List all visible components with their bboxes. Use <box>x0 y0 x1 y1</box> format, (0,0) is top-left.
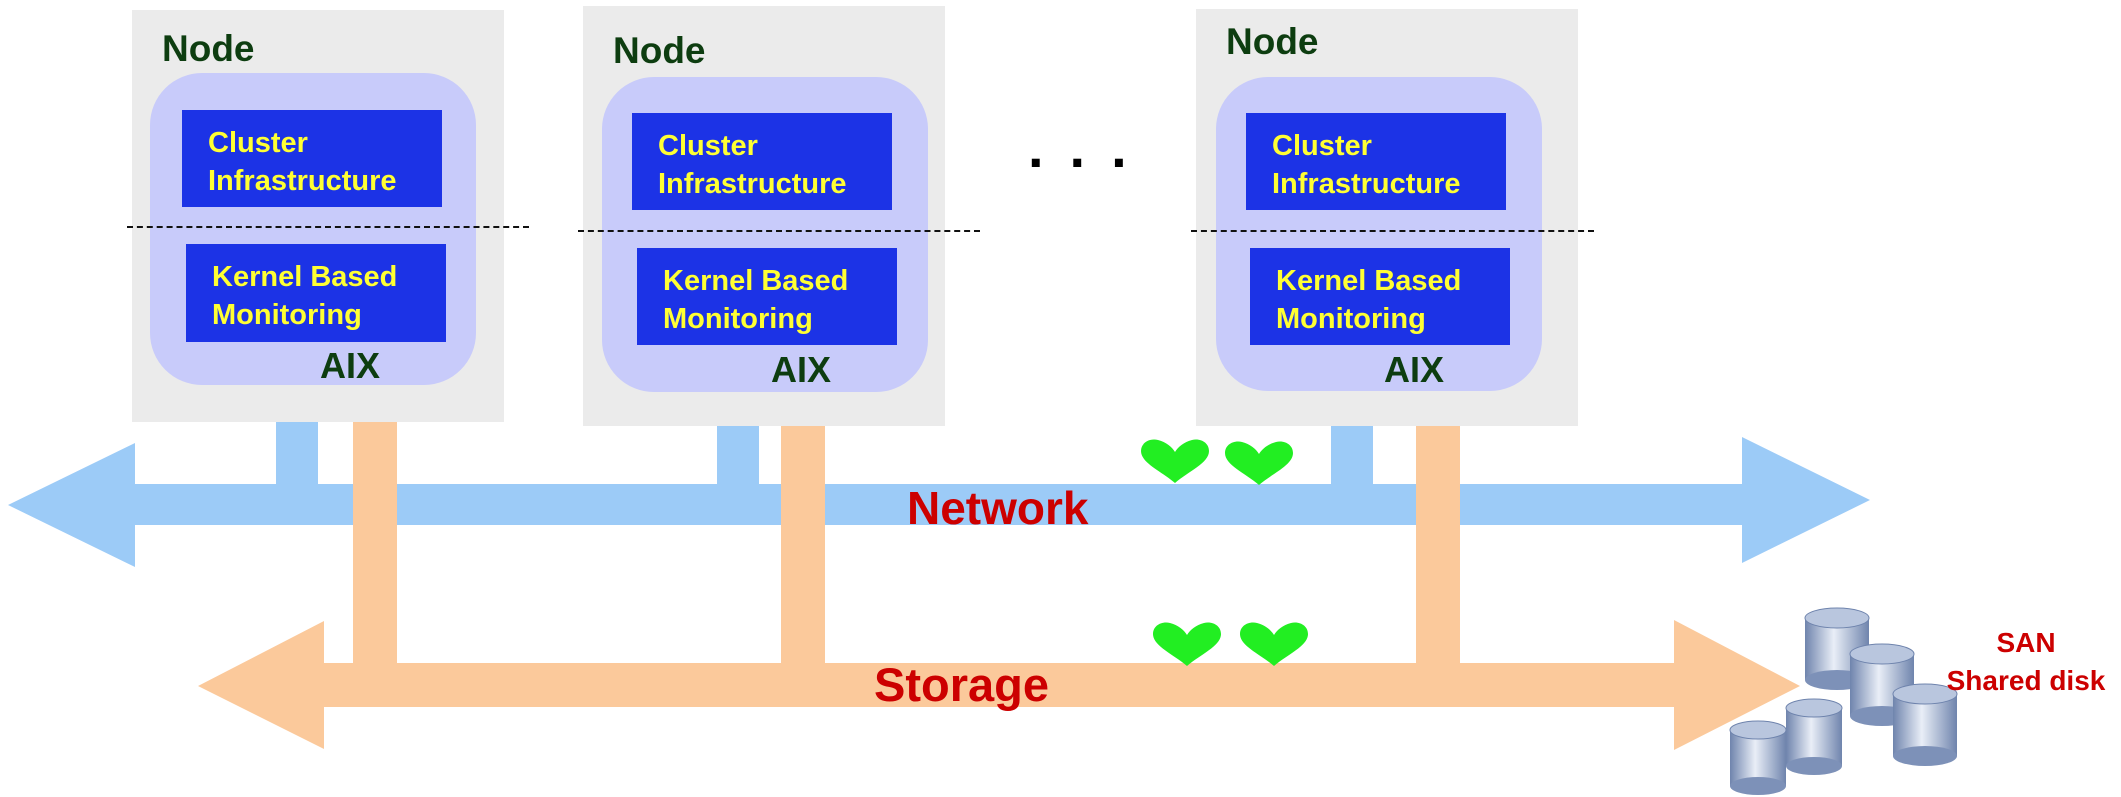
disk-cylinder-icon <box>1892 683 1958 766</box>
kernel-user-boundary-line <box>127 226 529 228</box>
cluster-infrastructure-line1: Cluster <box>658 130 758 162</box>
kernel-user-boundary-line <box>1191 230 1594 232</box>
heart-icon <box>1240 622 1308 666</box>
node-title: Node <box>162 28 255 69</box>
san-label-line2: Shared disk <box>1946 665 2106 696</box>
more-nodes-ellipsis: ... <box>1028 116 1153 179</box>
network-label: Network <box>907 482 1089 534</box>
aix-label: AIX <box>1384 349 1445 390</box>
cluster-infrastructure-box: Cluster Infrastructure <box>182 110 442 207</box>
heart-icon <box>1153 622 1221 666</box>
kernel-monitoring-line2: Monitoring <box>663 303 813 335</box>
storage-connector-node1 <box>353 418 397 666</box>
kernel-monitoring-line2: Monitoring <box>212 299 362 331</box>
cluster-infrastructure-line2: Infrastructure <box>1272 168 1461 200</box>
storage-connector-node3 <box>1416 422 1460 666</box>
kernel-monitoring-box: Kernel Based Monitoring <box>1250 248 1510 345</box>
aix-label: AIX <box>320 345 381 386</box>
disk-cylinder-icon <box>1729 720 1787 795</box>
kernel-monitoring-line2: Monitoring <box>1276 303 1426 335</box>
kernel-monitoring-line1: Kernel Based <box>212 261 398 293</box>
node-box-2: Node Cluster Infrastructure Kernel Based… <box>583 6 945 426</box>
cluster-infrastructure-box: Cluster Infrastructure <box>1246 113 1506 210</box>
kernel-monitoring-line1: Kernel Based <box>1276 265 1462 297</box>
aix-label: AIX <box>771 349 832 390</box>
cluster-infrastructure-line1: Cluster <box>1272 130 1372 162</box>
san-shared-disk-label: SAN Shared disk <box>1934 624 2118 700</box>
cluster-infrastructure-box: Cluster Infrastructure <box>632 113 892 210</box>
heart-icon <box>1225 441 1293 485</box>
kernel-monitoring-box: Kernel Based Monitoring <box>186 244 446 342</box>
storage-label: Storage <box>874 658 1049 711</box>
cluster-infrastructure-line2: Infrastructure <box>658 168 847 200</box>
kernel-monitoring-line1: Kernel Based <box>663 265 849 297</box>
kernel-monitoring-box: Kernel Based Monitoring <box>637 248 897 345</box>
disk-cylinder-icon <box>1785 698 1843 775</box>
node-box-3: Node Cluster Infrastructure Kernel Based… <box>1196 9 1578 426</box>
cluster-infrastructure-line1: Cluster <box>208 127 308 159</box>
cluster-infrastructure-line2: Infrastructure <box>208 165 397 197</box>
node-title: Node <box>613 30 706 71</box>
node-box-1: Node Cluster Infrastructure Kernel Based… <box>132 10 504 422</box>
storage-connector-node2 <box>781 420 825 666</box>
storage-bus-arrow <box>198 620 1800 750</box>
node-title: Node <box>1226 21 1319 62</box>
heart-icon <box>1141 439 1209 483</box>
kernel-user-boundary-line <box>578 230 980 232</box>
network-bus-arrow <box>8 437 1870 567</box>
san-label-line1: SAN <box>1996 627 2056 658</box>
